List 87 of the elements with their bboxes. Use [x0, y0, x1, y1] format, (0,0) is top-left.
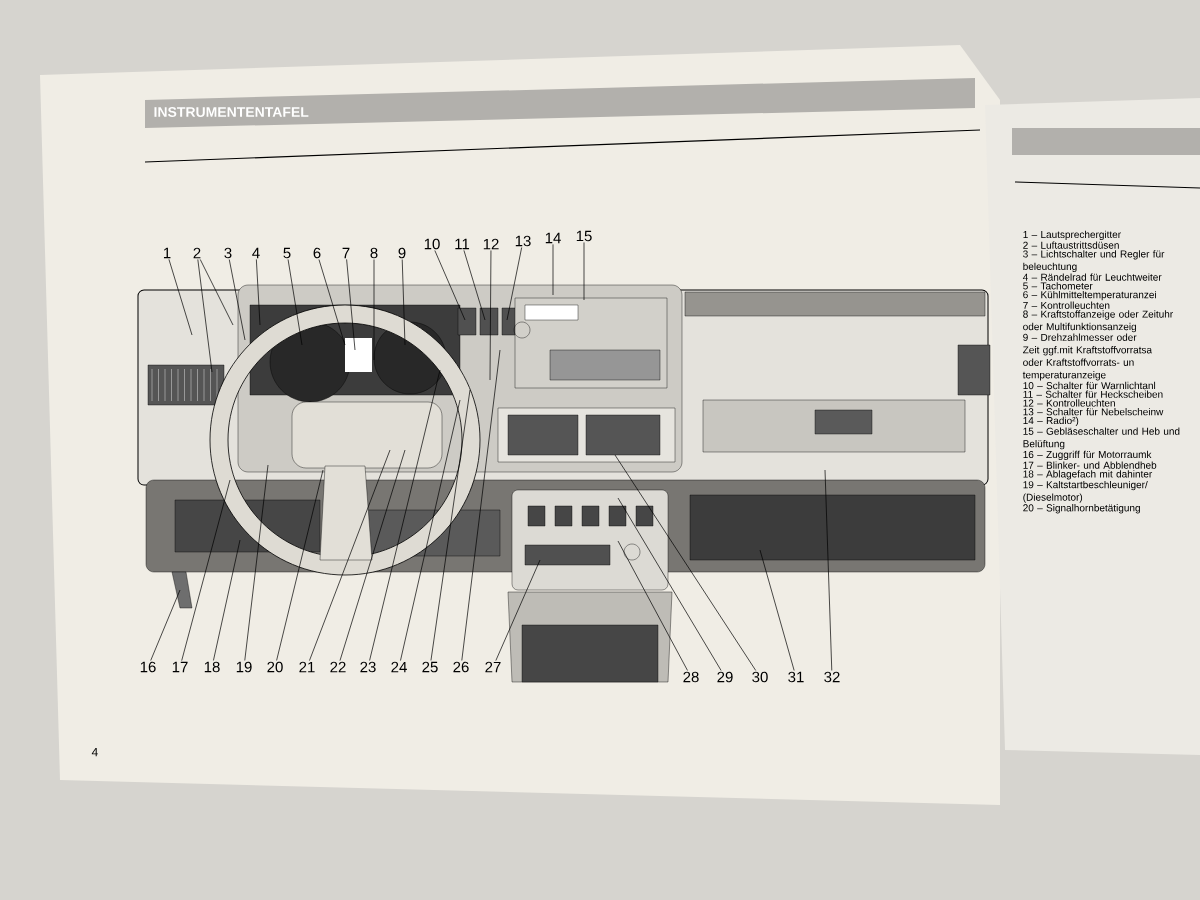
leader-line [489, 250, 492, 381]
callout-number: 1 [164, 247, 171, 259]
list-item: 5 – Tachometer [1023, 282, 1093, 290]
list-item: 1 – Lautsprechergitter [1023, 230, 1121, 240]
list-item: 4 – Rändelrad für Leuchtweiter [1022, 273, 1162, 281]
leader-line [346, 259, 356, 351]
leader-line [495, 559, 541, 661]
callout-number: 10 [424, 238, 440, 250]
list-item: 2 – Luftaustrittsdüsen [1023, 241, 1119, 249]
callout-number: 20 [267, 661, 283, 673]
callout-number: 25 [422, 661, 438, 673]
leader-line [244, 464, 269, 661]
callout-number: 7 [342, 247, 350, 259]
leader-line [617, 540, 688, 671]
leader-line [552, 244, 554, 296]
leader-line [400, 399, 461, 661]
leader-line [824, 469, 833, 671]
callout-number: 27 [485, 661, 501, 673]
callout-number: 17 [172, 661, 188, 673]
callout-number: 26 [453, 661, 469, 673]
list-item: 13 – Schalter für Nebelscheinw [1023, 408, 1164, 416]
leader-line [434, 250, 466, 321]
list-item: 16 – Zuggriff für Motorraumk [1023, 450, 1152, 460]
leader-line [614, 454, 757, 671]
leader-line [213, 539, 241, 661]
callout-number: 4 [252, 247, 260, 259]
callout-number: 9 [398, 247, 406, 259]
list-item: 11 – Schalter für Heckscheiben [1023, 390, 1163, 398]
page-number: 4 [91, 747, 98, 757]
leader-line [430, 389, 471, 661]
list-item: 17 – Blinker- und Abblendheb [1023, 461, 1157, 469]
leader-line [373, 259, 375, 361]
leader-line [759, 549, 795, 671]
callout-number: 32 [824, 671, 840, 683]
list-item: 12 – Kontrolleuchten [1023, 399, 1115, 407]
leader-line [150, 589, 181, 661]
callout-number: 12 [483, 238, 499, 250]
callout-number: 6 [313, 247, 321, 259]
leader-line [339, 449, 406, 661]
list-item: 9 – Drehzahlmesser oder Zeit ggf.mit Kraftstoffvorratsa oder Kraftstoffvorrats- un temperaturanzeige [1022, 333, 1153, 381]
list-item: 7 – Kontrolleuchten [1023, 301, 1110, 309]
callout-number: 22 [330, 661, 346, 673]
leader-line [463, 250, 486, 321]
page-title: INSTRUMENTENTAFEL [145, 78, 975, 128]
list-item: 10 – Schalter für Warnlichtanl [1023, 381, 1156, 390]
list-item: 19 – Kaltstartbeschleuniger/ (Dieselmotor) [1023, 480, 1148, 503]
callout-number: 15 [576, 230, 592, 242]
callout-number: 16 [140, 661, 156, 673]
callout-number: 2 [193, 247, 201, 259]
leader-line [276, 469, 324, 661]
callout-number: 24 [391, 661, 407, 673]
list-item: 14 – Radio²) [1023, 416, 1079, 427]
callout-number: 28 [683, 671, 699, 683]
leader-line [369, 369, 441, 661]
callout-number: 21 [299, 661, 315, 673]
leader-line [168, 259, 193, 336]
leader-line [199, 259, 234, 326]
callout-number: 14 [545, 232, 561, 244]
leader-line [309, 449, 391, 661]
callout-number: 31 [788, 671, 804, 683]
leader-line [461, 349, 501, 661]
leader-line [617, 497, 722, 671]
leader-line [228, 259, 246, 341]
callout-number: 23 [360, 661, 376, 673]
callout-number: 30 [752, 671, 768, 683]
leader-line [197, 259, 213, 373]
callout-number: 5 [283, 247, 291, 259]
list-item: 20 – Signalhornbetätigung [1023, 504, 1140, 514]
list-item: 6 – Kühlmitteltemperaturanzei [1023, 290, 1156, 301]
leader-line [318, 259, 346, 346]
leader-line [583, 242, 585, 301]
callout-number: 8 [370, 247, 378, 259]
list-item: 15 – Gebläseschalter und Heb und Belüftung [1023, 427, 1180, 450]
list-item: 8 – Kraftstoffanzeige oder Zeituhr oder Multifunktionsanzeig [1023, 310, 1173, 333]
callout-number: 18 [204, 661, 220, 673]
callout-number: 13 [515, 235, 531, 247]
callout-number: 29 [717, 671, 733, 683]
callout-number: 19 [236, 661, 252, 673]
list-item: 3 – Lichtschalter und Regler für beleuchtung [1023, 250, 1165, 272]
leader-line [256, 259, 261, 326]
callout-number: 11 [455, 238, 470, 250]
leader-line [181, 479, 231, 661]
leader-line [506, 247, 523, 321]
leader-line [287, 259, 303, 346]
leader-line [401, 259, 406, 346]
callout-number: 3 [224, 247, 232, 259]
list-item: 18 – Ablagefach mit dahinter [1023, 470, 1153, 480]
